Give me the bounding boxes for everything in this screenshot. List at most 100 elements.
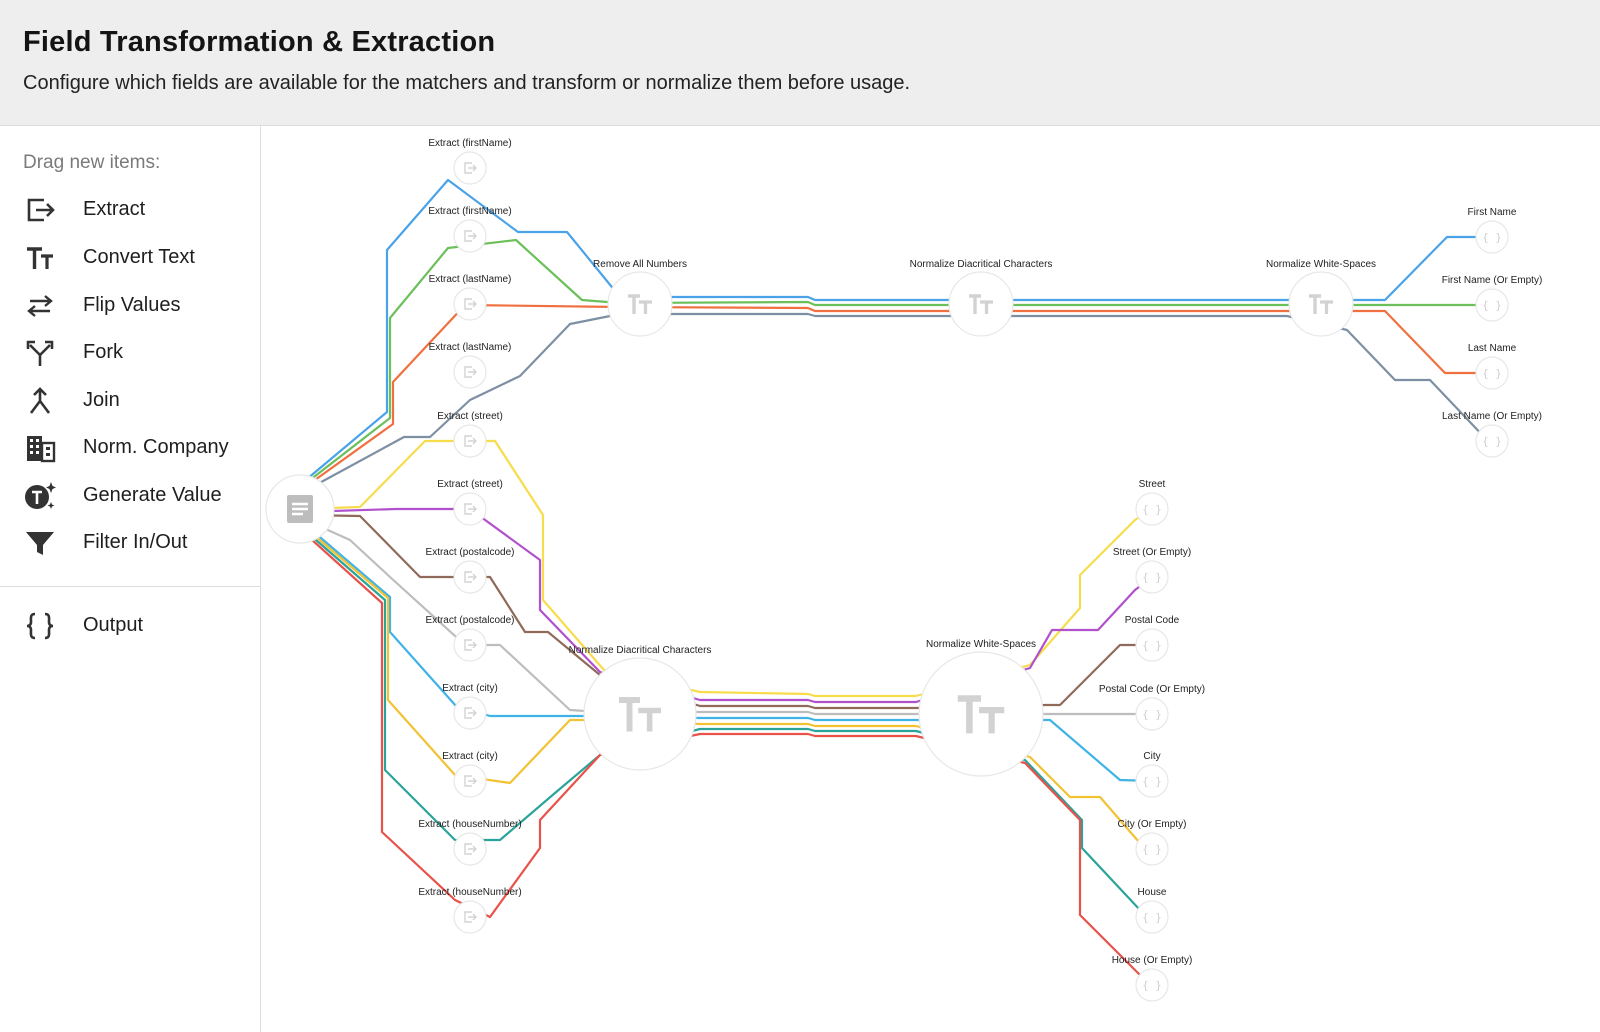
output-braces-icon: { }	[1482, 231, 1502, 244]
extract-icon	[464, 230, 477, 242]
output-braces-icon: { }	[1142, 979, 1162, 992]
output-node-label: Postal Code (Or Empty)	[1099, 684, 1205, 695]
filter-icon	[26, 532, 54, 555]
output-node[interactable]	[1475, 288, 1509, 322]
graph-canvas[interactable]: Extract (firstName)Extract (firstName)Ex…	[261, 126, 1600, 1032]
output-node-label: City	[1143, 751, 1160, 762]
extract-node-label: Extract (city)	[442, 683, 498, 694]
output-braces-icon: { }	[1142, 571, 1162, 584]
transform-node[interactable]	[1288, 271, 1354, 337]
edge-first-name	[300, 178, 1488, 485]
palette-item-flip-values[interactable]: Flip Values	[0, 284, 260, 328]
palette-item-label: Norm. Company	[83, 436, 229, 458]
extract-icon	[464, 298, 477, 310]
transform-node-label: Normalize White-Spaces	[926, 639, 1036, 650]
palette-item-label: Flip Values	[83, 294, 181, 316]
output-node-label: First Name (Or Empty)	[1442, 275, 1543, 286]
output-node[interactable]	[1135, 832, 1169, 866]
palette-item-join[interactable]: Join	[0, 379, 260, 423]
edge-house-empty	[300, 529, 1153, 986]
output-node[interactable]	[1135, 628, 1169, 662]
extract-icon	[27, 198, 55, 222]
output-braces-icon: { }	[1142, 911, 1162, 924]
palette-item-generate-value[interactable]: Generate Value	[0, 474, 260, 518]
convert-text-icon	[619, 697, 661, 732]
palette-item-label: Fork	[83, 341, 123, 363]
palette-item-convert-text[interactable]: Convert Text	[0, 236, 260, 280]
transform-node[interactable]	[918, 651, 1044, 777]
palette-item-label: Convert Text	[83, 246, 195, 268]
transform-node[interactable]	[607, 271, 673, 337]
palette-item-norm-company[interactable]: Norm. Company	[0, 426, 260, 470]
output-node-label: House	[1138, 887, 1167, 898]
palette-item-label: Output	[83, 614, 144, 636]
extract-icon	[464, 911, 477, 923]
output-node-label: Street (Or Empty)	[1113, 547, 1191, 558]
palette-item-label: Generate Value	[83, 484, 222, 506]
flip-values-icon	[27, 295, 53, 317]
palette-divider	[0, 586, 260, 587]
transform-node[interactable]	[583, 657, 697, 771]
output-braces-icon: { }	[1142, 775, 1162, 788]
pipeline-graph[interactable]: Extract (firstName)Extract (firstName)Ex…	[261, 126, 1600, 1032]
extract-node-label: Extract (city)	[442, 751, 498, 762]
page-subtitle: Configure which fields are available for…	[23, 72, 911, 94]
output-braces-icon	[26, 612, 54, 640]
transform-node-label: Normalize White-Spaces	[1266, 259, 1376, 270]
generate-value-icon	[25, 482, 56, 509]
output-node-label: Last Name (Or Empty)	[1442, 411, 1542, 422]
extract-icon	[464, 503, 477, 515]
page-title: Field Transformation & Extraction	[23, 26, 496, 58]
extract-node-label: Extract (lastName)	[429, 342, 512, 353]
output-node[interactable]	[1475, 424, 1509, 458]
transform-node-label: Normalize Diacritical Characters	[569, 645, 712, 656]
output-braces-icon: { }	[1482, 367, 1502, 380]
company-icon	[27, 436, 56, 463]
output-node-label: First Name	[1468, 207, 1517, 218]
palette-item-extract[interactable]: Extract	[0, 188, 260, 232]
output-braces-icon: { }	[1142, 843, 1162, 856]
output-node-label: Postal Code	[1125, 615, 1180, 626]
extract-node-label: Extract (houseNumber)	[418, 887, 521, 898]
convert-text-icon	[628, 294, 652, 314]
output-node-label: Street	[1139, 479, 1166, 490]
palette-item-label: Extract	[83, 198, 146, 220]
extract-node-label: Extract (firstName)	[428, 138, 511, 149]
output-node-label: Last Name	[1468, 343, 1517, 354]
output-node[interactable]	[1135, 492, 1169, 526]
output-node[interactable]	[1475, 220, 1509, 254]
output-node[interactable]	[1135, 560, 1169, 594]
edge-street-empty	[300, 507, 1153, 704]
extract-node-label: Extract (postalcode)	[426, 615, 515, 626]
extract-icon	[464, 843, 477, 855]
edge-house	[300, 526, 1153, 918]
extract-icon	[464, 571, 477, 583]
document-icon	[287, 495, 313, 523]
output-node[interactable]	[1135, 900, 1169, 934]
palette-item-filter[interactable]: Filter In/Out	[0, 521, 260, 565]
output-braces-icon: { }	[1482, 435, 1502, 448]
extract-icon	[464, 707, 477, 719]
transform-node[interactable]	[948, 271, 1014, 337]
output-braces-icon: { }	[1142, 708, 1162, 721]
palette-item-fork[interactable]: Fork	[0, 331, 260, 375]
output-braces-icon: { }	[1482, 299, 1502, 312]
convert-text-icon	[969, 294, 993, 314]
page-header: Field Transformation & Extraction Config…	[0, 0, 1600, 126]
fork-icon	[26, 340, 54, 366]
output-node[interactable]	[1135, 764, 1169, 798]
output-node[interactable]	[1135, 968, 1169, 1002]
output-braces-icon: { }	[1142, 503, 1162, 516]
output-node[interactable]	[1135, 697, 1169, 731]
transform-node-label: Remove All Numbers	[593, 259, 687, 270]
join-icon	[29, 387, 51, 414]
edge-first-name-empty	[300, 238, 1488, 488]
palette-item-label: Join	[83, 389, 120, 411]
output-node[interactable]	[1475, 356, 1509, 390]
extract-node-label: Extract (street)	[437, 479, 503, 490]
output-braces-icon: { }	[1142, 639, 1162, 652]
extract-icon	[464, 366, 477, 378]
extract-icon	[464, 162, 477, 174]
palette-item-output[interactable]: Output	[0, 604, 260, 648]
extract-icon	[464, 775, 477, 787]
